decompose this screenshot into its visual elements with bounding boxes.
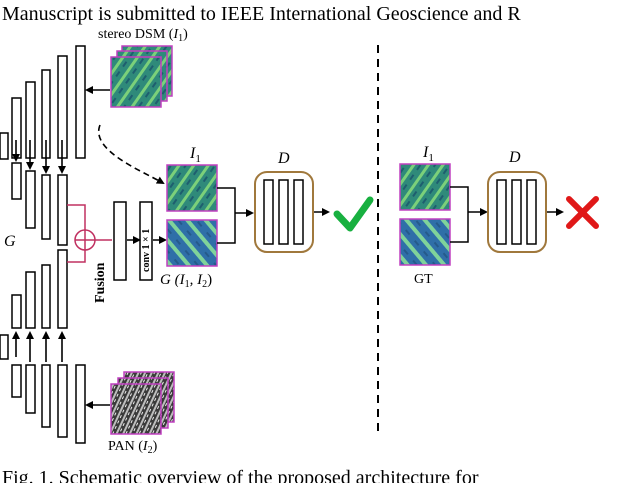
stereo-dsm-image-stack: [110, 45, 173, 108]
fusion-connector: [67, 204, 112, 263]
right-merge-connector: [450, 186, 469, 243]
check-icon: [333, 196, 374, 232]
lower-encoder-layers: [0, 334, 86, 444]
right-i1-label: I1: [422, 144, 434, 164]
right-discriminator-layers: [496, 179, 537, 245]
stereo-dsm-label: stereo DSM (I1): [98, 27, 188, 44]
fusion-layer: [113, 201, 127, 281]
left-merge-connector: [217, 187, 236, 244]
pan-label: PAN (I2): [108, 439, 158, 456]
upper-decoder-layers: [11, 162, 68, 246]
header-text: Manuscript is submitted to IEEE Internat…: [2, 3, 521, 25]
conv-label: conv 1 × 1: [141, 229, 152, 272]
fusion-label: Fusion: [93, 262, 108, 303]
upper-encoder-layers: [0, 45, 86, 160]
left-i1-label: I1: [189, 145, 201, 165]
generated-image: [166, 219, 218, 267]
left-discriminator-layers: [263, 179, 304, 245]
left-i1-image: [166, 164, 218, 212]
gt-image: [399, 218, 451, 266]
gt-label: GT: [414, 272, 433, 287]
generator-label: G: [4, 233, 16, 250]
figure-caption: Fig. 1. Schematic overview of the propos…: [2, 467, 479, 483]
right-discriminator-label: D: [508, 149, 521, 166]
dashed-input-arrow: [97, 124, 165, 184]
skip-arrows: [12, 140, 66, 362]
left-discriminator-label: D: [277, 150, 290, 167]
lower-decoder-layers: [11, 249, 68, 329]
right-i1-image: [399, 163, 451, 211]
pan-image-stack: [110, 371, 175, 435]
cross-icon: [566, 196, 599, 229]
generated-image-label: G (I1, I2): [160, 272, 212, 290]
